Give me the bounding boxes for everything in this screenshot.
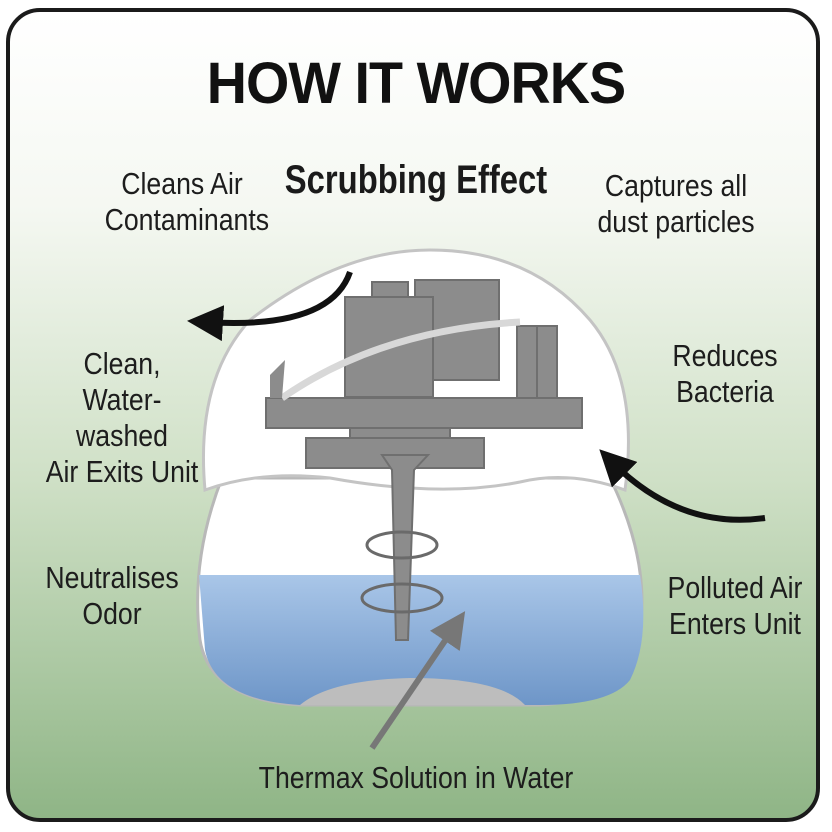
swirl-upper bbox=[365, 530, 439, 560]
diagram-subtitle: Scrubbing Effect bbox=[284, 158, 548, 202]
label-cleans-air: Cleans Air Contaminants bbox=[104, 166, 270, 237]
label-clean-air-exits: Clean, Water-washed Air Exits Unit bbox=[45, 346, 199, 489]
arrow-polluted-air-in bbox=[599, 449, 766, 523]
label-captures-dust: Captures all dust particles bbox=[597, 168, 755, 239]
arrow-solution bbox=[369, 611, 466, 750]
air-tube-hook bbox=[270, 360, 285, 398]
label-neutralises-odor: Neutralises Odor bbox=[45, 560, 179, 631]
label-polluted-air: Polluted Air Enters Unit bbox=[667, 570, 803, 641]
impeller-shaft bbox=[380, 454, 431, 641]
air-tube bbox=[280, 318, 521, 401]
water-level bbox=[199, 575, 644, 705]
label-solution: Thermax Solution in Water bbox=[258, 760, 574, 795]
page-title: HOW IT WORKS bbox=[206, 51, 626, 116]
motor-assembly bbox=[265, 279, 583, 469]
label-reduces-bacteria: Reduces Bacteria bbox=[672, 338, 778, 409]
arrow-cleans-air bbox=[187, 270, 353, 342]
swirl-lower bbox=[360, 582, 444, 614]
